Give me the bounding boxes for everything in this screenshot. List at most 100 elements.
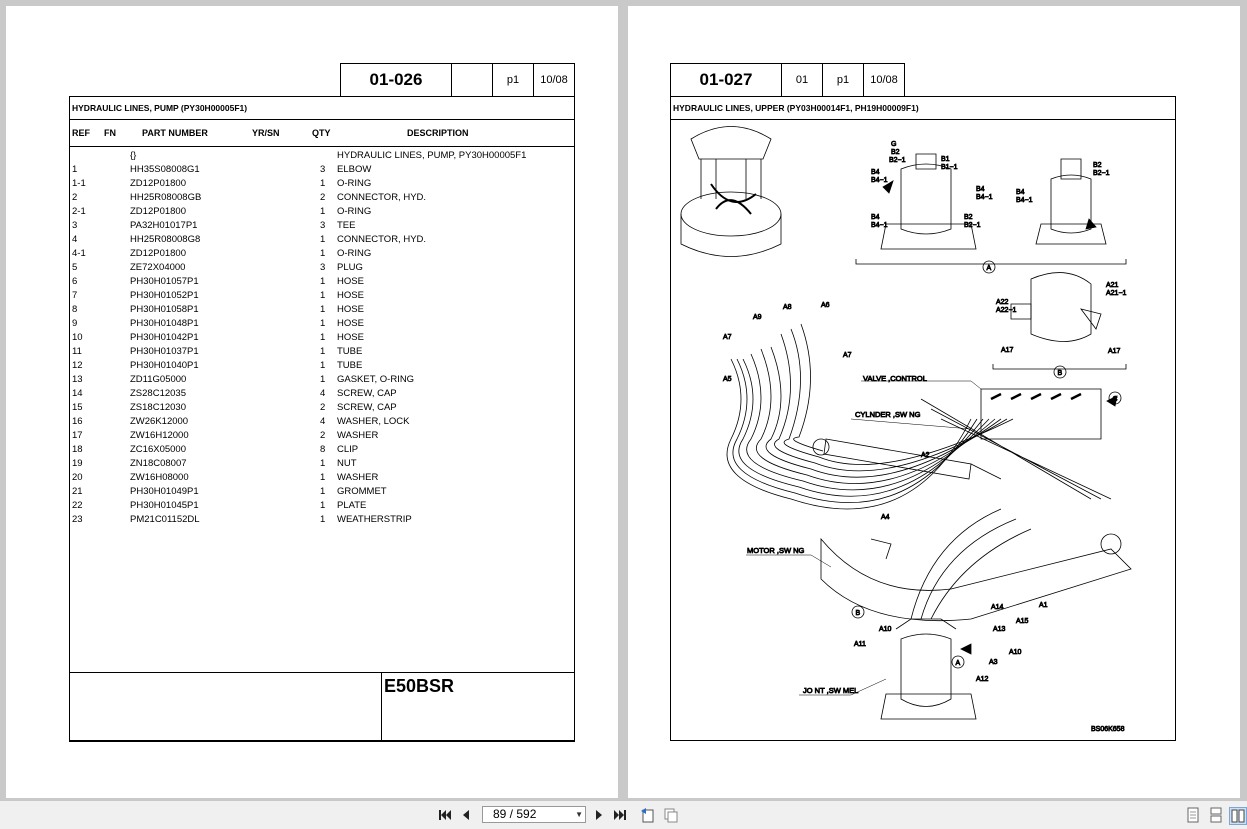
column-header-row: REF FN PART NUMBER YR/SN QTY DESCRIPTION	[70, 120, 574, 147]
row-qty: 1	[320, 472, 326, 483]
row-ref: 23	[72, 514, 83, 525]
row-part-number: PH30H01037P1	[130, 346, 199, 357]
label-b2: B2	[891, 149, 900, 156]
row-ref: 7	[72, 290, 78, 301]
label-b4-b: B4	[871, 214, 880, 221]
row-qty: 3	[320, 220, 326, 231]
col-ref: REF	[72, 128, 90, 138]
row-part-number: PH30H01042P1	[130, 332, 199, 343]
col-qty: QTY	[312, 128, 331, 138]
label-valve: VALVE ,CONTROL	[863, 374, 927, 383]
label-a9: A9	[753, 314, 762, 321]
first-page-button[interactable]	[437, 807, 453, 823]
label-b4: B4	[871, 169, 880, 176]
row-part-number: {}	[130, 150, 137, 161]
label-a7-b: A7	[843, 352, 852, 359]
right-page: 01-027 01 p1 10/08 HYDRAULIC LINES, UPPE…	[628, 6, 1240, 798]
label-a5: A5	[723, 376, 732, 383]
circle-label-a2: A	[956, 660, 961, 667]
row-qty: 1	[320, 332, 326, 343]
row-description: ELBOW	[337, 164, 372, 175]
label-a3: A3	[989, 659, 998, 666]
row-description: TUBE	[337, 346, 363, 357]
row-part-number: PA32H01017P1	[130, 220, 198, 231]
go-back-icon	[641, 808, 654, 823]
model-name: E50BSR	[384, 676, 455, 696]
go-back-button[interactable]	[640, 807, 656, 823]
row-part-number: ZD12P01800	[130, 178, 186, 189]
label-joint: JO NT ,SW MEL	[803, 686, 858, 695]
machine-thumbnail	[680, 126, 782, 257]
row-qty: 1	[320, 206, 326, 217]
row-part-number: ZD12P01800	[130, 248, 186, 259]
leader-lines	[746, 380, 982, 696]
label-b1-1: B1−1	[941, 164, 958, 171]
row-part-number: PM21C01152DL	[130, 514, 200, 525]
next-page-button[interactable]	[591, 807, 607, 823]
last-page-button[interactable]	[612, 807, 628, 823]
header-page-cell: p1	[493, 64, 534, 96]
row-description: HOSE	[337, 304, 364, 315]
label-b2-d: B2	[1093, 162, 1102, 169]
row-ref: 2	[72, 192, 78, 203]
left-header-box: 01-026 p1 10/08	[340, 63, 575, 97]
row-qty: 8	[320, 444, 326, 455]
two-page-icon	[1231, 809, 1245, 823]
row-ref: 9	[72, 318, 78, 329]
label-a17-b: A17	[1108, 348, 1121, 355]
header-blank-cell	[452, 64, 493, 96]
row-ref: 14	[72, 388, 83, 399]
row-part-number: ZC16X05000	[130, 444, 186, 455]
previous-page-button[interactable]	[458, 807, 474, 823]
row-part-number: PH30H01057P1	[130, 276, 199, 287]
go-forward-button[interactable]	[663, 807, 679, 823]
col-part-number: PART NUMBER	[142, 128, 208, 138]
label-a8: A8	[783, 304, 792, 311]
header-date-cell: 10/08	[870, 74, 898, 86]
circle-label-a: A	[987, 265, 992, 272]
label-b1: B1	[941, 156, 950, 163]
label-a1: A1	[1039, 602, 1048, 609]
label-a22: A22	[996, 299, 1009, 306]
parts-list-frame: HYDRAULIC LINES, PUMP (PY30H00005F1) REF…	[69, 96, 575, 742]
single-page-view-button[interactable]	[1185, 807, 1201, 823]
two-page-view-button[interactable]	[1229, 807, 1247, 825]
row-part-number: ZD11G05000	[130, 374, 187, 385]
row-qty: 1	[320, 374, 326, 385]
row-ref: 19	[72, 458, 83, 469]
row-qty: 2	[320, 192, 326, 203]
row-description: GROMMET	[337, 486, 387, 497]
row-description: HYDRAULIC LINES, PUMP, PY30H00005F1	[337, 150, 527, 161]
row-qty: 2	[320, 402, 326, 413]
row-ref: 10	[72, 332, 83, 343]
label-a10-b: A10	[879, 626, 892, 633]
row-ref: 13	[72, 374, 83, 385]
label-a2: A2	[921, 452, 930, 459]
label-a21: A21	[1106, 282, 1119, 289]
row-qty: 1	[320, 234, 326, 245]
table-row: {} HYDRAULIC LINES, PUMP, PY30H00005F1	[70, 150, 574, 164]
row-part-number: PH30H01045P1	[130, 500, 199, 511]
page-number-input[interactable]: 89 / 592 ▼	[482, 806, 586, 823]
row-description: CONNECTOR, HYD.	[337, 234, 427, 245]
circled-letters	[851, 260, 1122, 669]
row-ref: 6	[72, 276, 78, 287]
label-cylinder: CYLNDER ,SW NG	[855, 410, 921, 419]
row-part-number: HH25R08008GB	[130, 192, 202, 203]
hydraulic-diagram: A B C B A VALVE ,CONTROL CYLNDER ,SW NG …	[680, 126, 1132, 733]
row-qty: 2	[320, 430, 326, 441]
row-part-number: ZN18C08007	[130, 458, 187, 469]
label-a4: A4	[881, 514, 890, 521]
row-ref: 4-1	[72, 248, 86, 259]
continuous-view-button[interactable]	[1208, 807, 1224, 823]
row-qty: 1	[320, 276, 326, 287]
left-page: 01-026 p1 10/08 HYDRAULIC LINES, PUMP (P…	[6, 6, 618, 798]
row-description: SCREW, CAP	[337, 388, 397, 399]
row-part-number: PH30H01052P1	[130, 290, 199, 301]
